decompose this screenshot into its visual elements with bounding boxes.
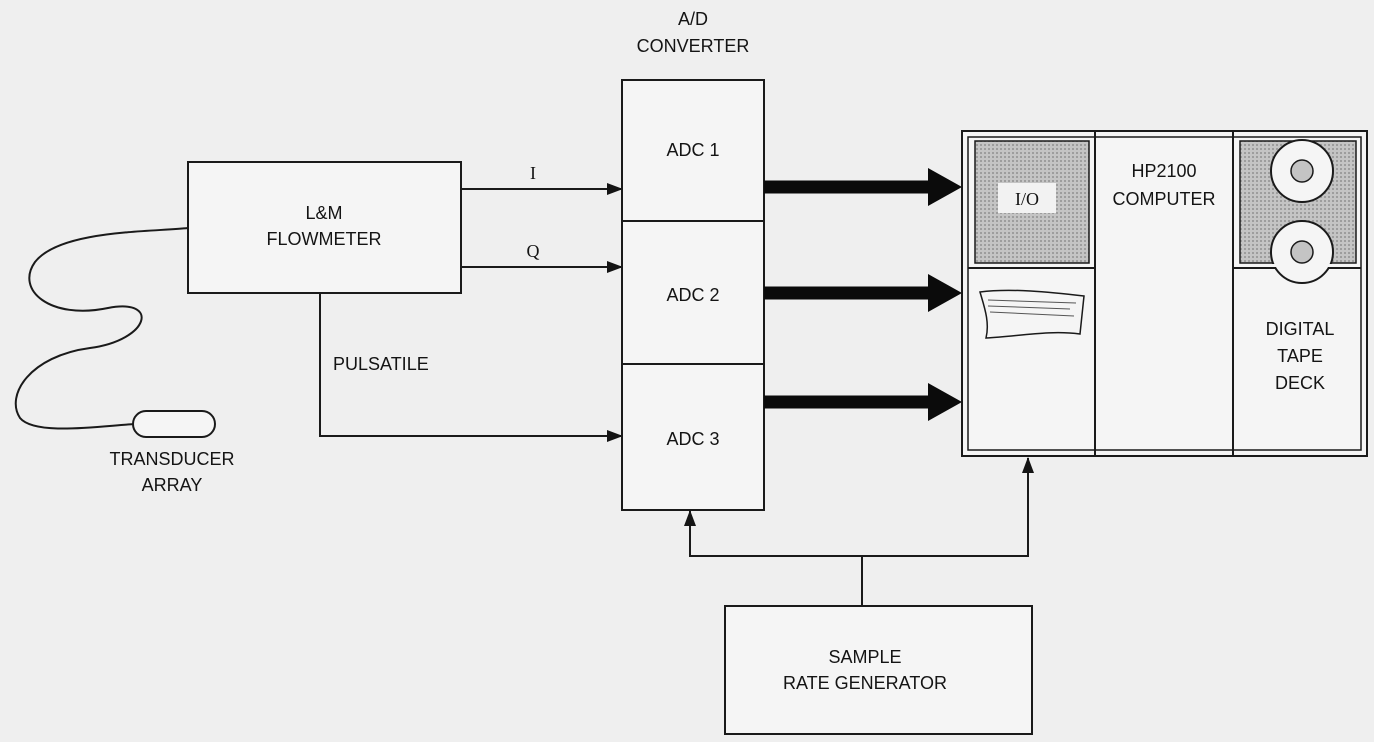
tape-reel-overlay-mask [1241,264,1355,267]
sample-rate-label-line1: SAMPLE [828,647,901,667]
adc-title-line2: CONVERTER [637,36,750,56]
transducer-cable [16,228,188,429]
q-signal-label: Q [527,241,540,261]
sample-rate-generator-box [725,606,1032,734]
clock-line-to-adc [690,511,862,556]
adc-3-label: ADC 3 [666,429,719,449]
clock-line-to-computer [862,458,1028,556]
tape-deck-label-line2: TAPE [1277,346,1323,366]
sample-rate-label-line2: RATE GENERATOR [783,673,947,693]
i-signal-label: I [530,163,536,183]
transducer-label-line1: TRANSDUCER [109,449,234,469]
tape-deck-label-line3: DECK [1275,373,1325,393]
flowmeter-box [188,162,461,293]
io-label: I/O [1015,189,1039,209]
tape-reel-bottom-hub [1291,241,1313,263]
adc-1-label: ADC 1 [666,140,719,160]
adc-title-line1: A/D [678,9,708,29]
computer-title-line1: HP2100 [1131,161,1196,181]
tape-reel-top-hub [1291,160,1313,182]
adc-2-label: ADC 2 [666,285,719,305]
flowmeter-label-line1: L&M [305,203,342,223]
transducer-label-line2: ARRAY [142,475,203,495]
pulsatile-label: PULSATILE [333,354,429,374]
bus-adc3-arrowhead [928,383,962,421]
transducer-probe [133,411,215,437]
flowmeter-label-line2: FLOWMETER [267,229,382,249]
computer-title-line2: COMPUTER [1113,189,1216,209]
tape-deck-label-line1: DIGITAL [1266,319,1335,339]
bus-adc1-arrowhead [928,168,962,206]
bus-adc2-arrowhead [928,274,962,312]
